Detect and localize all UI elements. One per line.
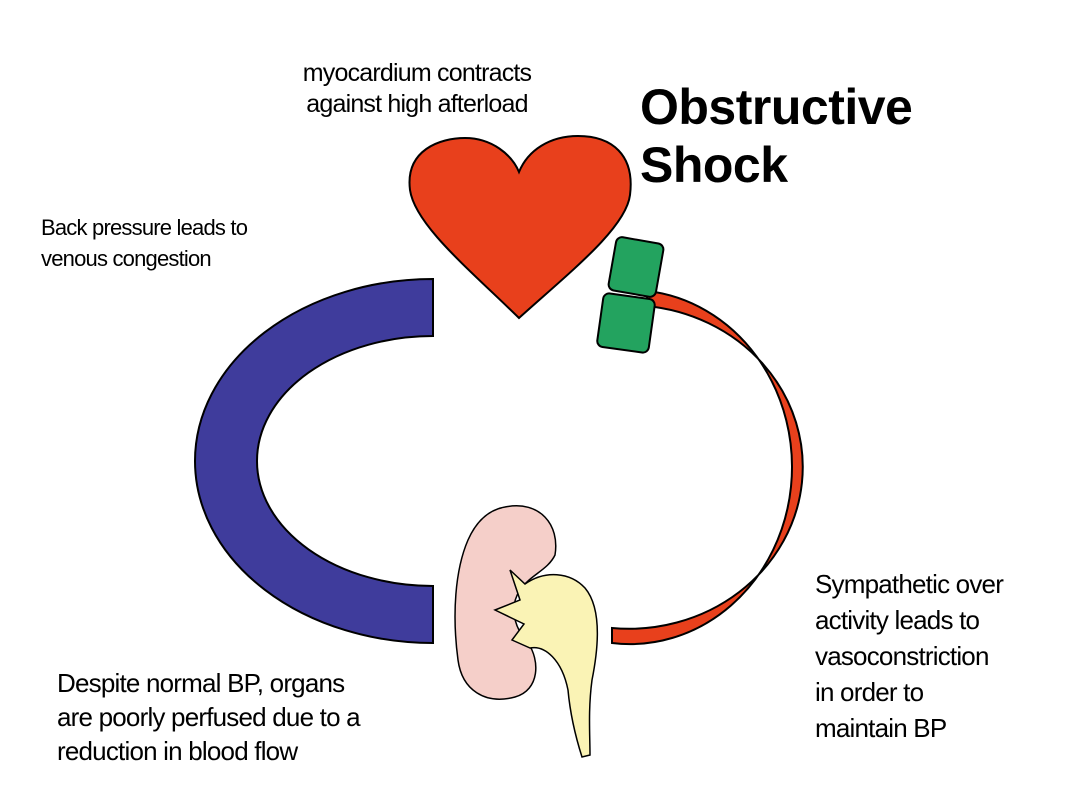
sympathetic-line-2: activity leads to — [815, 602, 1003, 638]
perfusion-label: Despite normal BP, organs are poorly per… — [57, 666, 360, 768]
myocardium-label: myocardium contracts against high afterl… — [262, 58, 572, 120]
sympathetic-line-4: in order to — [815, 674, 1003, 710]
title-line-2: Shock — [640, 136, 912, 194]
title-line-1: Obstructive — [640, 78, 912, 136]
heart-icon — [410, 136, 631, 318]
myocardium-line-2: against high afterload — [262, 89, 572, 120]
myocardium-line-1: myocardium contracts — [262, 58, 572, 89]
vein-arc — [195, 279, 433, 643]
sympathetic-line-5: maintain BP — [815, 710, 1003, 746]
diagram-title: Obstructive Shock — [640, 78, 912, 194]
perfusion-line-1: Despite normal BP, organs — [57, 666, 360, 700]
perfusion-line-3: reduction in blood flow — [57, 734, 360, 768]
sympathetic-label: Sympathetic over activity leads to vasoc… — [815, 566, 1003, 746]
sympathetic-line-3: vasoconstriction — [815, 638, 1003, 674]
perfusion-line-2: are poorly perfused due to a — [57, 700, 360, 734]
back-pressure-line-1: Back pressure leads to — [41, 212, 247, 243]
sympathetic-line-1: Sympathetic over — [815, 566, 1003, 602]
back-pressure-label: Back pressure leads to venous congestion — [41, 212, 247, 274]
back-pressure-line-2: venous congestion — [41, 243, 247, 274]
obstruction-lower-block — [596, 293, 655, 354]
obstruction-upper-block — [608, 236, 665, 298]
